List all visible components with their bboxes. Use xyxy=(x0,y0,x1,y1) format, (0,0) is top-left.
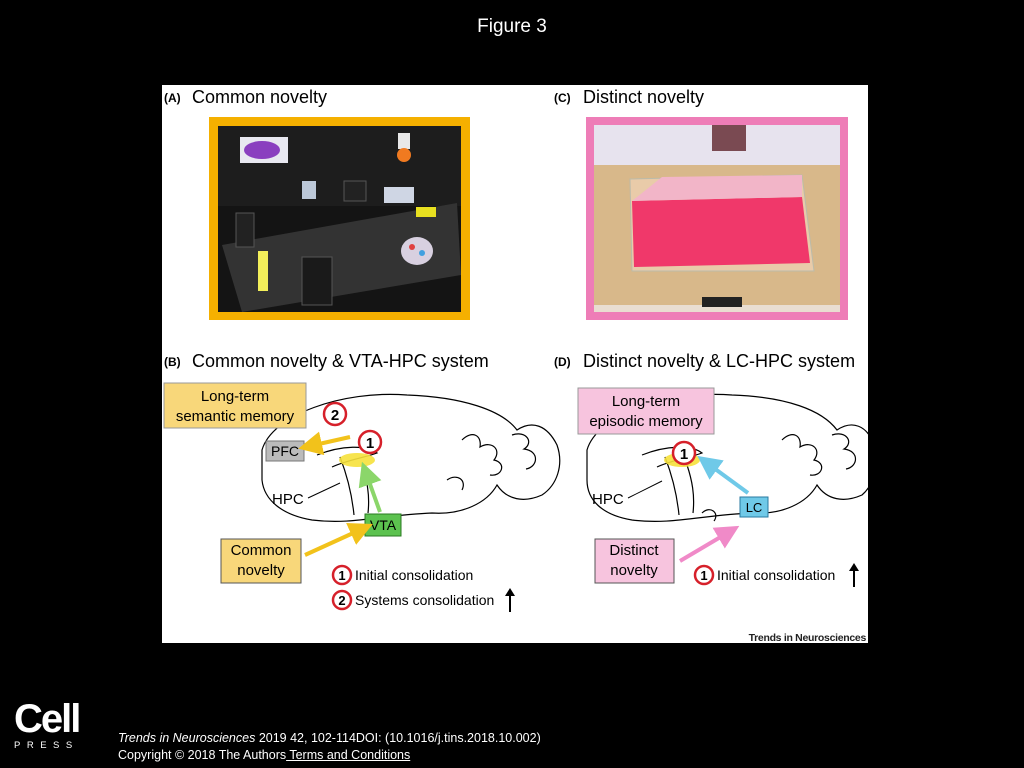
hpc-label-d: HPC xyxy=(592,491,624,508)
arrow-vta-to-hpc xyxy=(358,461,382,513)
citation-line: Trends in Neurosciences 2019 42, 102-114… xyxy=(118,731,541,745)
distinct-novelty-photo xyxy=(586,117,848,320)
panel-d-title: Distinct novelty & LC-HPC system xyxy=(583,351,855,371)
press-logo-word: PRESS xyxy=(14,740,79,751)
slide-title: Figure 3 xyxy=(477,16,547,37)
svg-text:1: 1 xyxy=(680,446,688,463)
copyright-line: Copyright © 2018 The Authors Terms and C… xyxy=(118,748,410,762)
semantic-memory-line1: Long-term xyxy=(201,388,269,405)
panel-b: (B) Common novelty & VTA-HPC system Long… xyxy=(163,351,561,612)
episodic-memory-line2: episodic memory xyxy=(589,413,703,430)
arrow-lc-to-hpc xyxy=(697,455,750,495)
marker-1-brain-d xyxy=(671,440,697,466)
marker-1-brain xyxy=(357,429,383,455)
hpc-label-b: HPC xyxy=(272,491,304,508)
semantic-memory-line2: semantic memory xyxy=(176,408,295,425)
lc-box xyxy=(739,496,769,518)
marker-2-brain xyxy=(322,401,348,427)
cell-logo-word: Cell xyxy=(14,697,81,741)
hippocampus-b xyxy=(339,453,375,467)
panel-b-letter: (B) xyxy=(164,355,181,369)
svg-text:2: 2 xyxy=(331,407,339,424)
journal-name: Trends in Neurosciences xyxy=(118,731,256,745)
common-novelty-box: Common novelty xyxy=(220,538,302,584)
panel-d: (D) Distinct novelty & LC-HPC system Lon… xyxy=(554,351,868,643)
distinct-novelty-line1: Distinct xyxy=(609,542,659,559)
common-novelty-photo xyxy=(209,117,470,320)
figure-3: (A) Common novelty (C) xyxy=(162,85,868,643)
common-novelty-line2: novelty xyxy=(237,562,285,579)
pfc-label: PFC xyxy=(271,443,299,459)
panel-c-letter: (C) xyxy=(554,91,571,105)
legend-b: 1 Initial consolidation 2 Systems consol… xyxy=(331,564,515,612)
legend-b-text-1: Initial consolidation xyxy=(355,567,473,583)
citation-details: 2019 42, 102-114DOI: (10.1016/j.tins.201… xyxy=(255,731,541,745)
panel-a-letter: (A) xyxy=(164,91,181,105)
brain-outline-b xyxy=(261,393,561,522)
distinct-novelty-line2: novelty xyxy=(610,562,658,579)
semantic-memory-box: Long-term semantic memory xyxy=(163,382,307,429)
panel-a-title: Common novelty xyxy=(192,87,327,107)
panel-a: (A) Common novelty xyxy=(164,87,470,320)
legend-b-text-2: Systems consolidation xyxy=(355,592,494,608)
journal-watermark: Trends in Neurosciences xyxy=(749,632,867,643)
distinct-novelty-box: Distinct novelty xyxy=(594,538,675,584)
panel-c: (C) Distinct novelty xyxy=(554,87,848,320)
legend-d-text-1: Initial consolidation xyxy=(717,567,835,583)
lc-label: LC xyxy=(746,500,763,515)
copyright-text: Copyright © 2018 The Authors xyxy=(118,748,287,762)
legend-d-num-1: 1 xyxy=(700,568,707,583)
svg-text:1: 1 xyxy=(366,435,374,452)
arrow-novelty-to-vta xyxy=(304,523,373,557)
panel-c-title: Distinct novelty xyxy=(583,87,704,107)
common-novelty-line1: Common xyxy=(231,542,292,559)
arrow-hpc-to-pfc xyxy=(298,431,351,456)
panel-d-letter: (D) xyxy=(554,355,571,369)
terms-and-conditions-link[interactable]: Terms and Conditions xyxy=(286,748,411,762)
episodic-memory-box: Long-term episodic memory xyxy=(577,387,715,435)
panel-b-title: Common novelty & VTA-HPC system xyxy=(192,351,489,371)
vta-label: VTA xyxy=(370,517,397,533)
cell-press-logo: Cell PRESS xyxy=(14,697,84,752)
episodic-memory-line1: Long-term xyxy=(612,393,680,410)
arrow-novelty-to-lc xyxy=(678,525,740,563)
legend-d: 1 Initial consolidation xyxy=(693,563,859,587)
legend-b-num-1: 1 xyxy=(338,568,345,583)
legend-b-num-2: 2 xyxy=(338,593,345,608)
